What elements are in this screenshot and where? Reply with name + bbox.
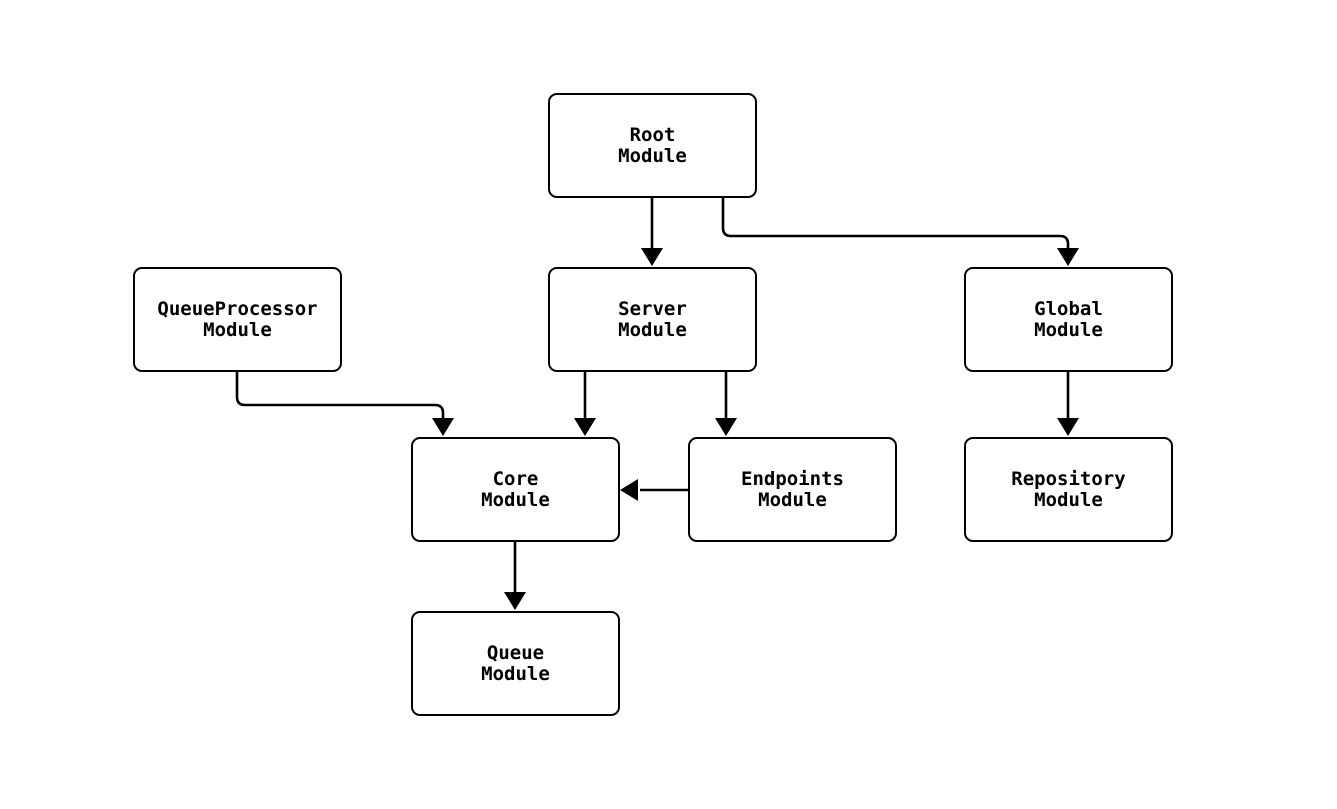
node-label: Global xyxy=(1034,297,1103,320)
node-label: Root xyxy=(629,123,676,146)
node-queueprocessor-module: QueueProcessor Module xyxy=(133,267,342,372)
node-label: Endpoints xyxy=(741,467,844,490)
node-label: Module xyxy=(1034,318,1103,341)
edge-root-to-global xyxy=(721,197,1079,266)
edge-global-to-repository xyxy=(1057,372,1079,436)
edge-endpoints-to-core xyxy=(620,479,688,501)
edge-root-to-server xyxy=(641,197,663,266)
node-global-module: Global Module xyxy=(964,267,1173,372)
edge-queueprocessor-to-core xyxy=(235,371,454,436)
node-server-module: Server Module xyxy=(548,267,757,372)
node-label: Module xyxy=(618,144,687,167)
edge-server-to-core xyxy=(574,372,596,436)
node-label: Queue xyxy=(486,641,545,664)
node-endpoints-module: Endpoints Module xyxy=(688,437,897,542)
node-label: Repository xyxy=(1011,467,1126,490)
edge-server-to-endpoints xyxy=(715,372,737,436)
node-label: Module xyxy=(481,488,550,511)
node-label: Module xyxy=(618,318,687,341)
node-core-module: Core Module xyxy=(411,437,620,542)
node-label: Module xyxy=(203,318,272,341)
node-label: Core xyxy=(492,467,539,490)
node-root-module: Root Module xyxy=(548,93,757,198)
node-queue-module: Queue Module xyxy=(411,611,620,716)
node-label: Server xyxy=(618,297,687,320)
node-label: Module xyxy=(758,488,827,511)
node-label: Module xyxy=(481,662,550,685)
node-label: QueueProcessor xyxy=(157,297,318,320)
node-label: Module xyxy=(1034,488,1103,511)
node-repository-module: Repository Module xyxy=(964,437,1173,542)
edge-core-to-queue xyxy=(504,542,526,610)
